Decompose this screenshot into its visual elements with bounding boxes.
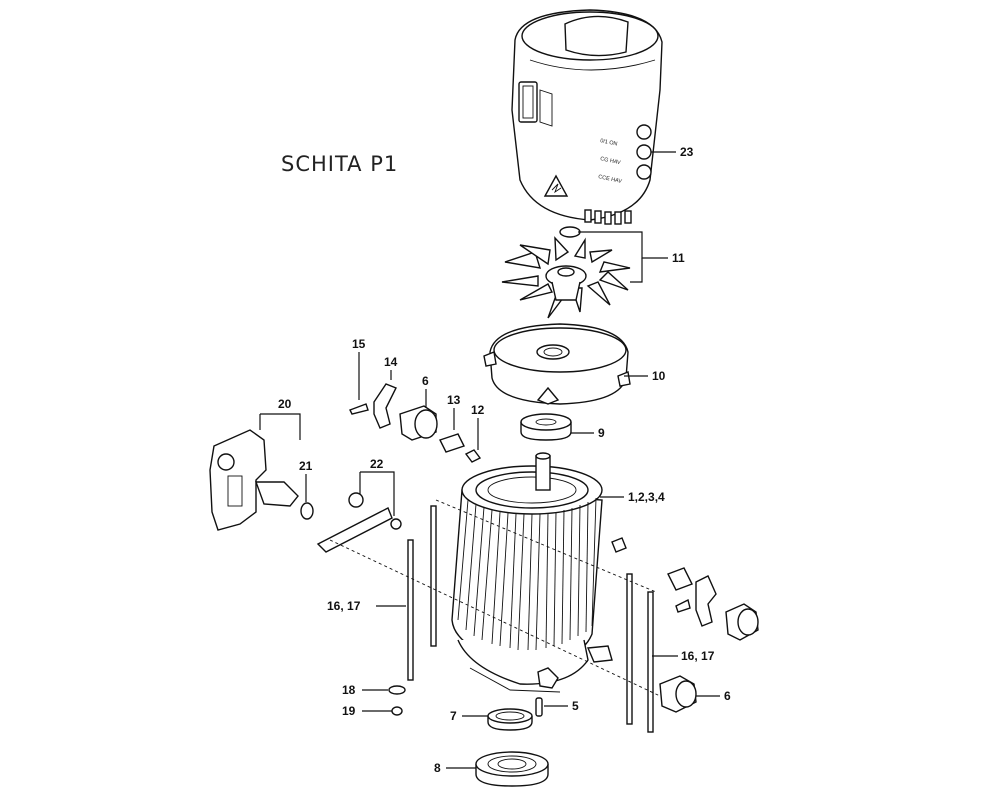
end-shield-part <box>483 323 631 405</box>
fan-part <box>501 226 631 319</box>
label-5: 5 <box>572 699 579 713</box>
label-6-top: 6 <box>422 374 429 388</box>
label-8: 8 <box>434 761 441 775</box>
label-12: 12 <box>471 403 485 417</box>
part-labels: 23 11 10 9 1,2,3,4 15 14 6 13 12 20 21 2… <box>278 145 731 775</box>
bracket-part <box>316 492 402 553</box>
terminal-box-part <box>209 429 314 531</box>
label-1-2-3-4: 1,2,3,4 <box>628 490 665 504</box>
label-16-17-right: 16, 17 <box>681 649 715 663</box>
bottom-parts <box>388 685 549 787</box>
label-18: 18 <box>342 683 356 697</box>
switch-marking-2: CG HAV <box>600 156 622 166</box>
ring-part <box>520 413 572 441</box>
tie-rods-part <box>407 505 654 733</box>
label-14: 14 <box>384 355 398 369</box>
leader-lines <box>259 151 720 769</box>
label-11: 11 <box>672 251 685 265</box>
switch-marking-3: CCE HAV <box>598 174 623 185</box>
label-23: 23 <box>680 145 694 159</box>
label-13: 13 <box>447 393 461 407</box>
label-19: 19 <box>342 704 356 718</box>
label-16-17-left: 16, 17 <box>327 599 361 613</box>
label-22: 22 <box>370 457 384 471</box>
label-10: 10 <box>652 369 666 383</box>
label-21: 21 <box>299 459 313 473</box>
switch-marking-1: 0/1 ON <box>600 138 618 147</box>
left-bearing-parts <box>349 383 482 463</box>
label-15: 15 <box>352 337 366 351</box>
motor-body-part <box>451 452 613 693</box>
diagram-title: SCHITA P1 <box>281 152 399 176</box>
label-20: 20 <box>278 397 292 411</box>
label-6-bottom: 6 <box>724 689 731 703</box>
right-bearing-parts <box>611 537 759 713</box>
label-7: 7 <box>450 709 457 723</box>
motor-cover-part: 0/1 ON CG HAV CCE HAV <box>511 9 663 225</box>
label-9: 9 <box>598 426 605 440</box>
